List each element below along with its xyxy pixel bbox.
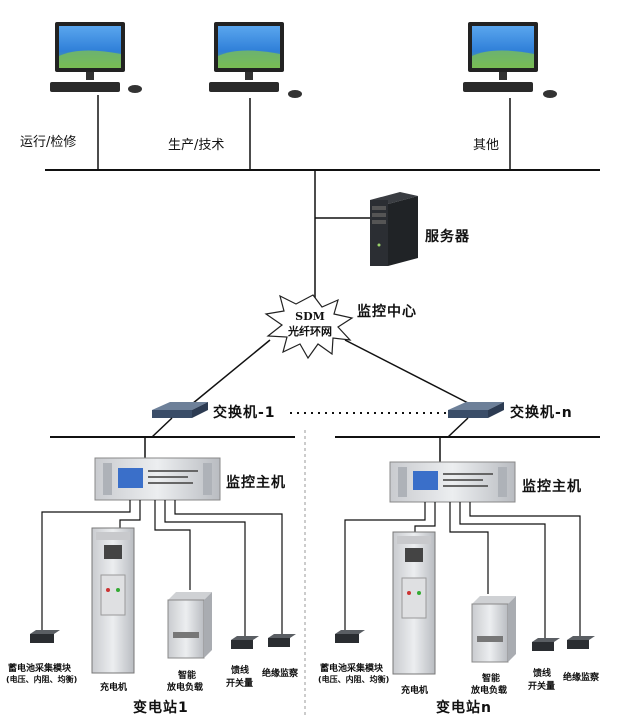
load-1-label2: 放电负载 — [167, 683, 204, 693]
charger-n-label: 充电机 — [401, 686, 429, 696]
computer-prod-icon — [209, 22, 302, 98]
computer-other-icon — [463, 22, 557, 98]
monitor-center-label: 监控中心 — [357, 304, 417, 320]
switch-1-label: 交换机-1 — [213, 405, 276, 421]
feeder-1-icon — [231, 636, 259, 649]
battery-module-1-icon — [30, 630, 60, 643]
switch-n-label: 交换机-n — [510, 405, 573, 421]
battery-1-sub: (电压、内阻、均衡) — [6, 675, 78, 684]
host-n-label: 监控主机 — [522, 479, 582, 495]
cloud-line2: 光纤环网 — [288, 325, 332, 338]
computer-drop-lines — [97, 95, 511, 170]
switch-n-icon — [448, 402, 504, 418]
station-n-name: 变电站n — [436, 700, 492, 716]
switch-bus-drops — [144, 417, 469, 463]
cloud-switch-lines — [191, 339, 471, 405]
smart-load-n-icon — [471, 596, 516, 663]
battery-1-label: 蓄电池采集模块 — [8, 664, 72, 674]
station-1-name: 变电站1 — [133, 700, 189, 716]
cloud-line1: SDM — [295, 310, 325, 323]
feeder-n-label2: 开关量 — [528, 682, 556, 692]
load-n-label2: 放电负载 — [471, 686, 508, 696]
other-label: 其他 — [473, 138, 500, 153]
switch-1-icon — [152, 402, 208, 418]
insulation-1-label: 绝缘监察 — [262, 669, 299, 679]
battery-module-n-icon — [335, 630, 365, 643]
feeder-n-icon — [532, 638, 560, 651]
charger-1-label: 充电机 — [100, 683, 128, 693]
load-1-label1: 智能 — [178, 671, 197, 681]
computer-ops-icon — [50, 22, 142, 93]
feeder-1-label2: 开关量 — [226, 679, 254, 689]
host-1-label: 监控主机 — [226, 475, 286, 491]
charger-n-icon — [392, 531, 436, 675]
feeder-1-label1: 馈线 — [231, 666, 250, 676]
server-label: 服务器 — [425, 229, 470, 245]
insulation-1-icon — [268, 634, 296, 647]
sdm-cloud-icon — [264, 294, 354, 360]
insulation-n-label: 绝缘监察 — [563, 673, 600, 683]
battery-n-label: 蓄电池采集模块 — [320, 664, 384, 674]
server-icon — [370, 192, 418, 266]
host-1-icon — [94, 457, 221, 501]
server-link-lines — [314, 170, 370, 305]
ops-label: 运行/检修 — [20, 135, 77, 150]
host-n-icon — [389, 461, 516, 503]
prod-label: 生产/技术 — [168, 138, 225, 153]
load-n-label1: 智能 — [482, 674, 501, 684]
feeder-n-label1: 馈线 — [533, 669, 552, 679]
smart-load-1-icon — [167, 592, 212, 659]
charger-1-icon — [91, 527, 135, 674]
insulation-n-icon — [567, 636, 595, 649]
station-n-branches — [344, 502, 581, 638]
station-1-branches — [41, 500, 283, 636]
battery-n-sub: (电压、内阻、均衡) — [318, 675, 390, 684]
